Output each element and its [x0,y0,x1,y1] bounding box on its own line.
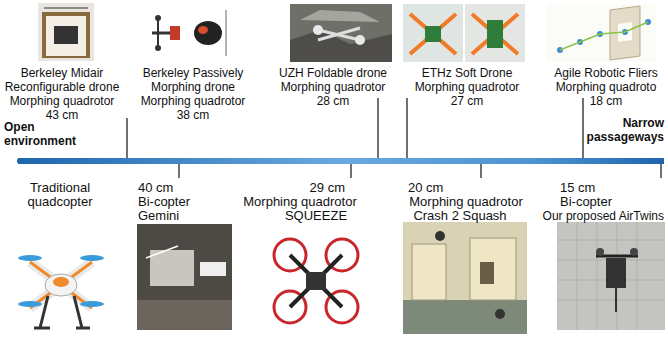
timeline-ticks [127,98,661,178]
agile-fliers-figure [546,4,656,62]
label-text: Bi-copter [560,195,612,209]
label-text: Morphing quadrotor [141,94,246,108]
label-text: Morphing quadroto [556,80,657,94]
label-text: UZH Foldable drone [279,66,387,80]
label-text: SQUEEZE [285,209,347,223]
label-text: ETHz Soft Drone [422,66,513,80]
label-text: 38 cm [177,108,210,122]
label-text: Our proposed AirTwins [543,209,664,223]
label-text: 43 cm [46,108,79,122]
label-text: environment [4,134,76,148]
traditional-quadcopter-figure [18,255,104,328]
label-text: Narrow [623,116,664,130]
label-text: 15 cm [560,181,595,195]
label-text: 28 cm [317,94,350,108]
label-text: Berkeley Passively [143,66,244,80]
label-text: 20 cm [408,181,443,195]
label-text: Bi-copter [138,195,190,209]
midair-photo [38,3,94,61]
label-text: 29 cm [310,181,345,195]
label-text: Morphing quadrotor [415,80,520,94]
label-text: Morphing quadrotor [10,94,115,108]
label-text: 27 cm [451,94,484,108]
label-text: Morphing quadrotor [243,195,356,209]
gemini-photo [137,224,232,330]
squeeze-figure [266,226,366,334]
label-text: Reconfigurable drone [5,80,120,94]
crash2squash-photo [403,222,527,334]
airtwins-photo [557,222,665,330]
label-text: Morphing drone [151,80,235,94]
label-text: Traditional [30,181,90,195]
label-text: Agile Robotic Fliers [554,66,657,80]
label-text: Morphing quadrotor [409,195,522,209]
passive-drone-photo [146,4,230,62]
label-text: 40 cm [138,181,173,195]
label-text: 18 cm [590,94,623,108]
label-text: passageways [587,130,664,144]
timeline-start [17,158,23,164]
label-text: Open [4,120,35,134]
label-text: Berkeley Midair [21,66,104,80]
timeline-bar [18,158,664,164]
label-text: Crash 2 Squash [413,209,506,223]
label-text: quadcopter [27,195,92,209]
uzh-drone-photo [290,4,392,62]
label-text: Gemini [138,209,179,223]
label-text: Morphing quadrotor [281,80,386,94]
eth-soft-drone-photo [403,4,525,62]
